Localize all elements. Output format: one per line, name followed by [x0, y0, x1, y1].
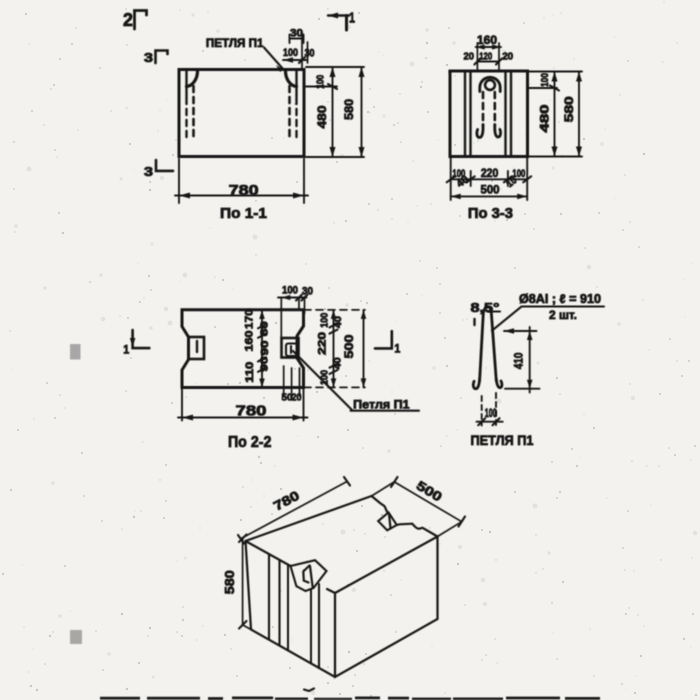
svg-text:8,5°: 8,5°	[471, 300, 500, 315]
svg-text:500: 500	[342, 334, 356, 358]
svg-text:1: 1	[394, 342, 400, 356]
svg-text:480: 480	[315, 105, 329, 128]
svg-text:80: 80	[259, 321, 271, 336]
svg-text:100: 100	[282, 285, 298, 297]
svg-text:120: 120	[479, 51, 492, 63]
svg-text:1: 1	[349, 10, 355, 27]
svg-text:По 2-2: По 2-2	[228, 434, 272, 451]
svg-text:20: 20	[292, 392, 302, 404]
svg-text:780: 780	[229, 182, 259, 199]
svg-text:3: 3	[144, 164, 153, 179]
svg-text:100: 100	[539, 73, 551, 87]
svg-text:ПЕТЛЯ П1: ПЕТЛЯ П1	[206, 38, 264, 50]
svg-text:100: 100	[485, 408, 497, 420]
svg-text:780: 780	[236, 403, 267, 420]
svg-text:3: 3	[144, 50, 153, 65]
svg-text:40: 40	[332, 357, 344, 369]
svg-text:160: 160	[244, 331, 256, 352]
svg-text:90: 90	[259, 356, 271, 371]
svg-text:30: 30	[302, 286, 313, 298]
svg-text:20: 20	[502, 51, 513, 63]
svg-text:100: 100	[319, 370, 331, 385]
svg-text:Петля П1: Петля П1	[353, 398, 410, 412]
svg-text:1: 1	[123, 343, 129, 357]
svg-text:20: 20	[464, 51, 475, 63]
svg-text:580: 580	[562, 96, 576, 122]
svg-text:220: 220	[481, 166, 499, 180]
svg-text:50: 50	[282, 392, 293, 404]
svg-text:580: 580	[342, 99, 356, 120]
svg-text:100: 100	[452, 168, 465, 180]
svg-text:480: 480	[537, 104, 551, 132]
svg-text:2: 2	[123, 10, 133, 30]
svg-text:30: 30	[290, 28, 303, 40]
svg-text:160: 160	[477, 35, 497, 47]
svg-text:170: 170	[244, 309, 256, 329]
svg-text:500: 500	[481, 183, 500, 197]
svg-text:580: 580	[222, 570, 237, 594]
svg-text:100: 100	[314, 75, 326, 89]
svg-text:100: 100	[283, 47, 298, 59]
svg-text:100: 100	[512, 168, 525, 180]
svg-text:90: 90	[259, 340, 271, 355]
svg-text:30: 30	[305, 48, 315, 60]
svg-text:По 3-3: По 3-3	[468, 205, 513, 222]
svg-text:410: 410	[511, 352, 525, 369]
svg-text:2 шт.: 2 шт.	[549, 308, 577, 322]
svg-text:По 1-1: По 1-1	[220, 205, 267, 222]
svg-text:Ø8АI ; ℓ = 910: Ø8АI ; ℓ = 910	[519, 292, 601, 306]
svg-text:110: 110	[244, 362, 256, 383]
svg-text:100: 100	[319, 313, 331, 328]
svg-text:ПЕТЛЯ П1: ПЕТЛЯ П1	[471, 432, 534, 448]
svg-text:220: 220	[317, 332, 329, 355]
svg-text:40: 40	[332, 316, 344, 328]
